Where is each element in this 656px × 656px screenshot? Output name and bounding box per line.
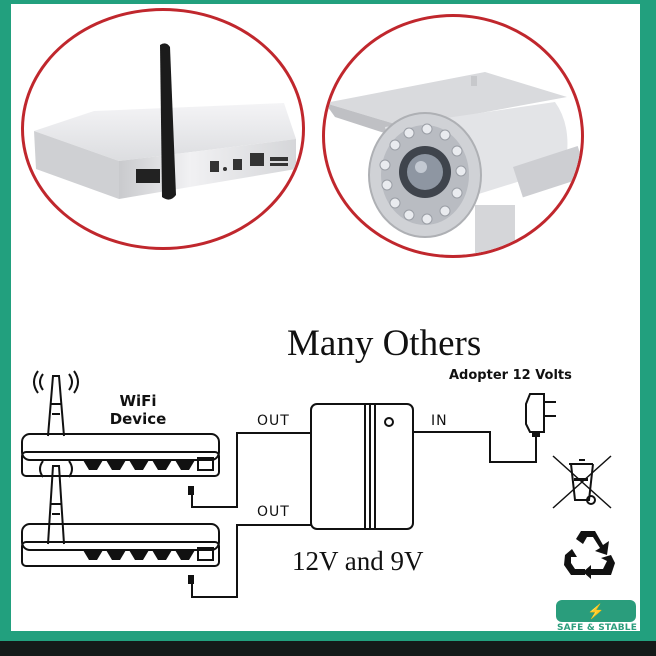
router-photo-circle <box>21 8 305 250</box>
camera-photo-circle <box>322 14 584 258</box>
router-photo-icon <box>34 43 296 200</box>
crossed-out-bin-icon <box>552 455 612 509</box>
lightning-icon: ⚡ <box>587 603 605 619</box>
out-label-bottom: OUT <box>257 504 290 520</box>
adapter-label: Adopter 12 Volts <box>449 368 572 383</box>
in-label: IN <box>431 413 448 429</box>
camera-photo-icon <box>325 72 581 255</box>
wifi-label-line2: Device <box>109 410 167 428</box>
bottom-bar <box>0 641 656 656</box>
safe-stable-badge: ⚡ <box>556 600 636 622</box>
wifi-device-label: WiFi Device <box>93 392 183 428</box>
wifi-label-line1: WiFi <box>119 392 157 410</box>
wiring-diagram <box>21 370 556 598</box>
safe-stable-label: SAFE & STABLE <box>556 623 638 631</box>
voltage-label: 12V and 9V <box>292 546 424 576</box>
product-image-canvas: Many Others Adopter 12 Volts WiFi Device <box>11 4 640 631</box>
diagram-title: Many Others <box>287 323 482 364</box>
recycle-icon <box>564 531 615 579</box>
out-label-top: OUT <box>257 413 290 429</box>
